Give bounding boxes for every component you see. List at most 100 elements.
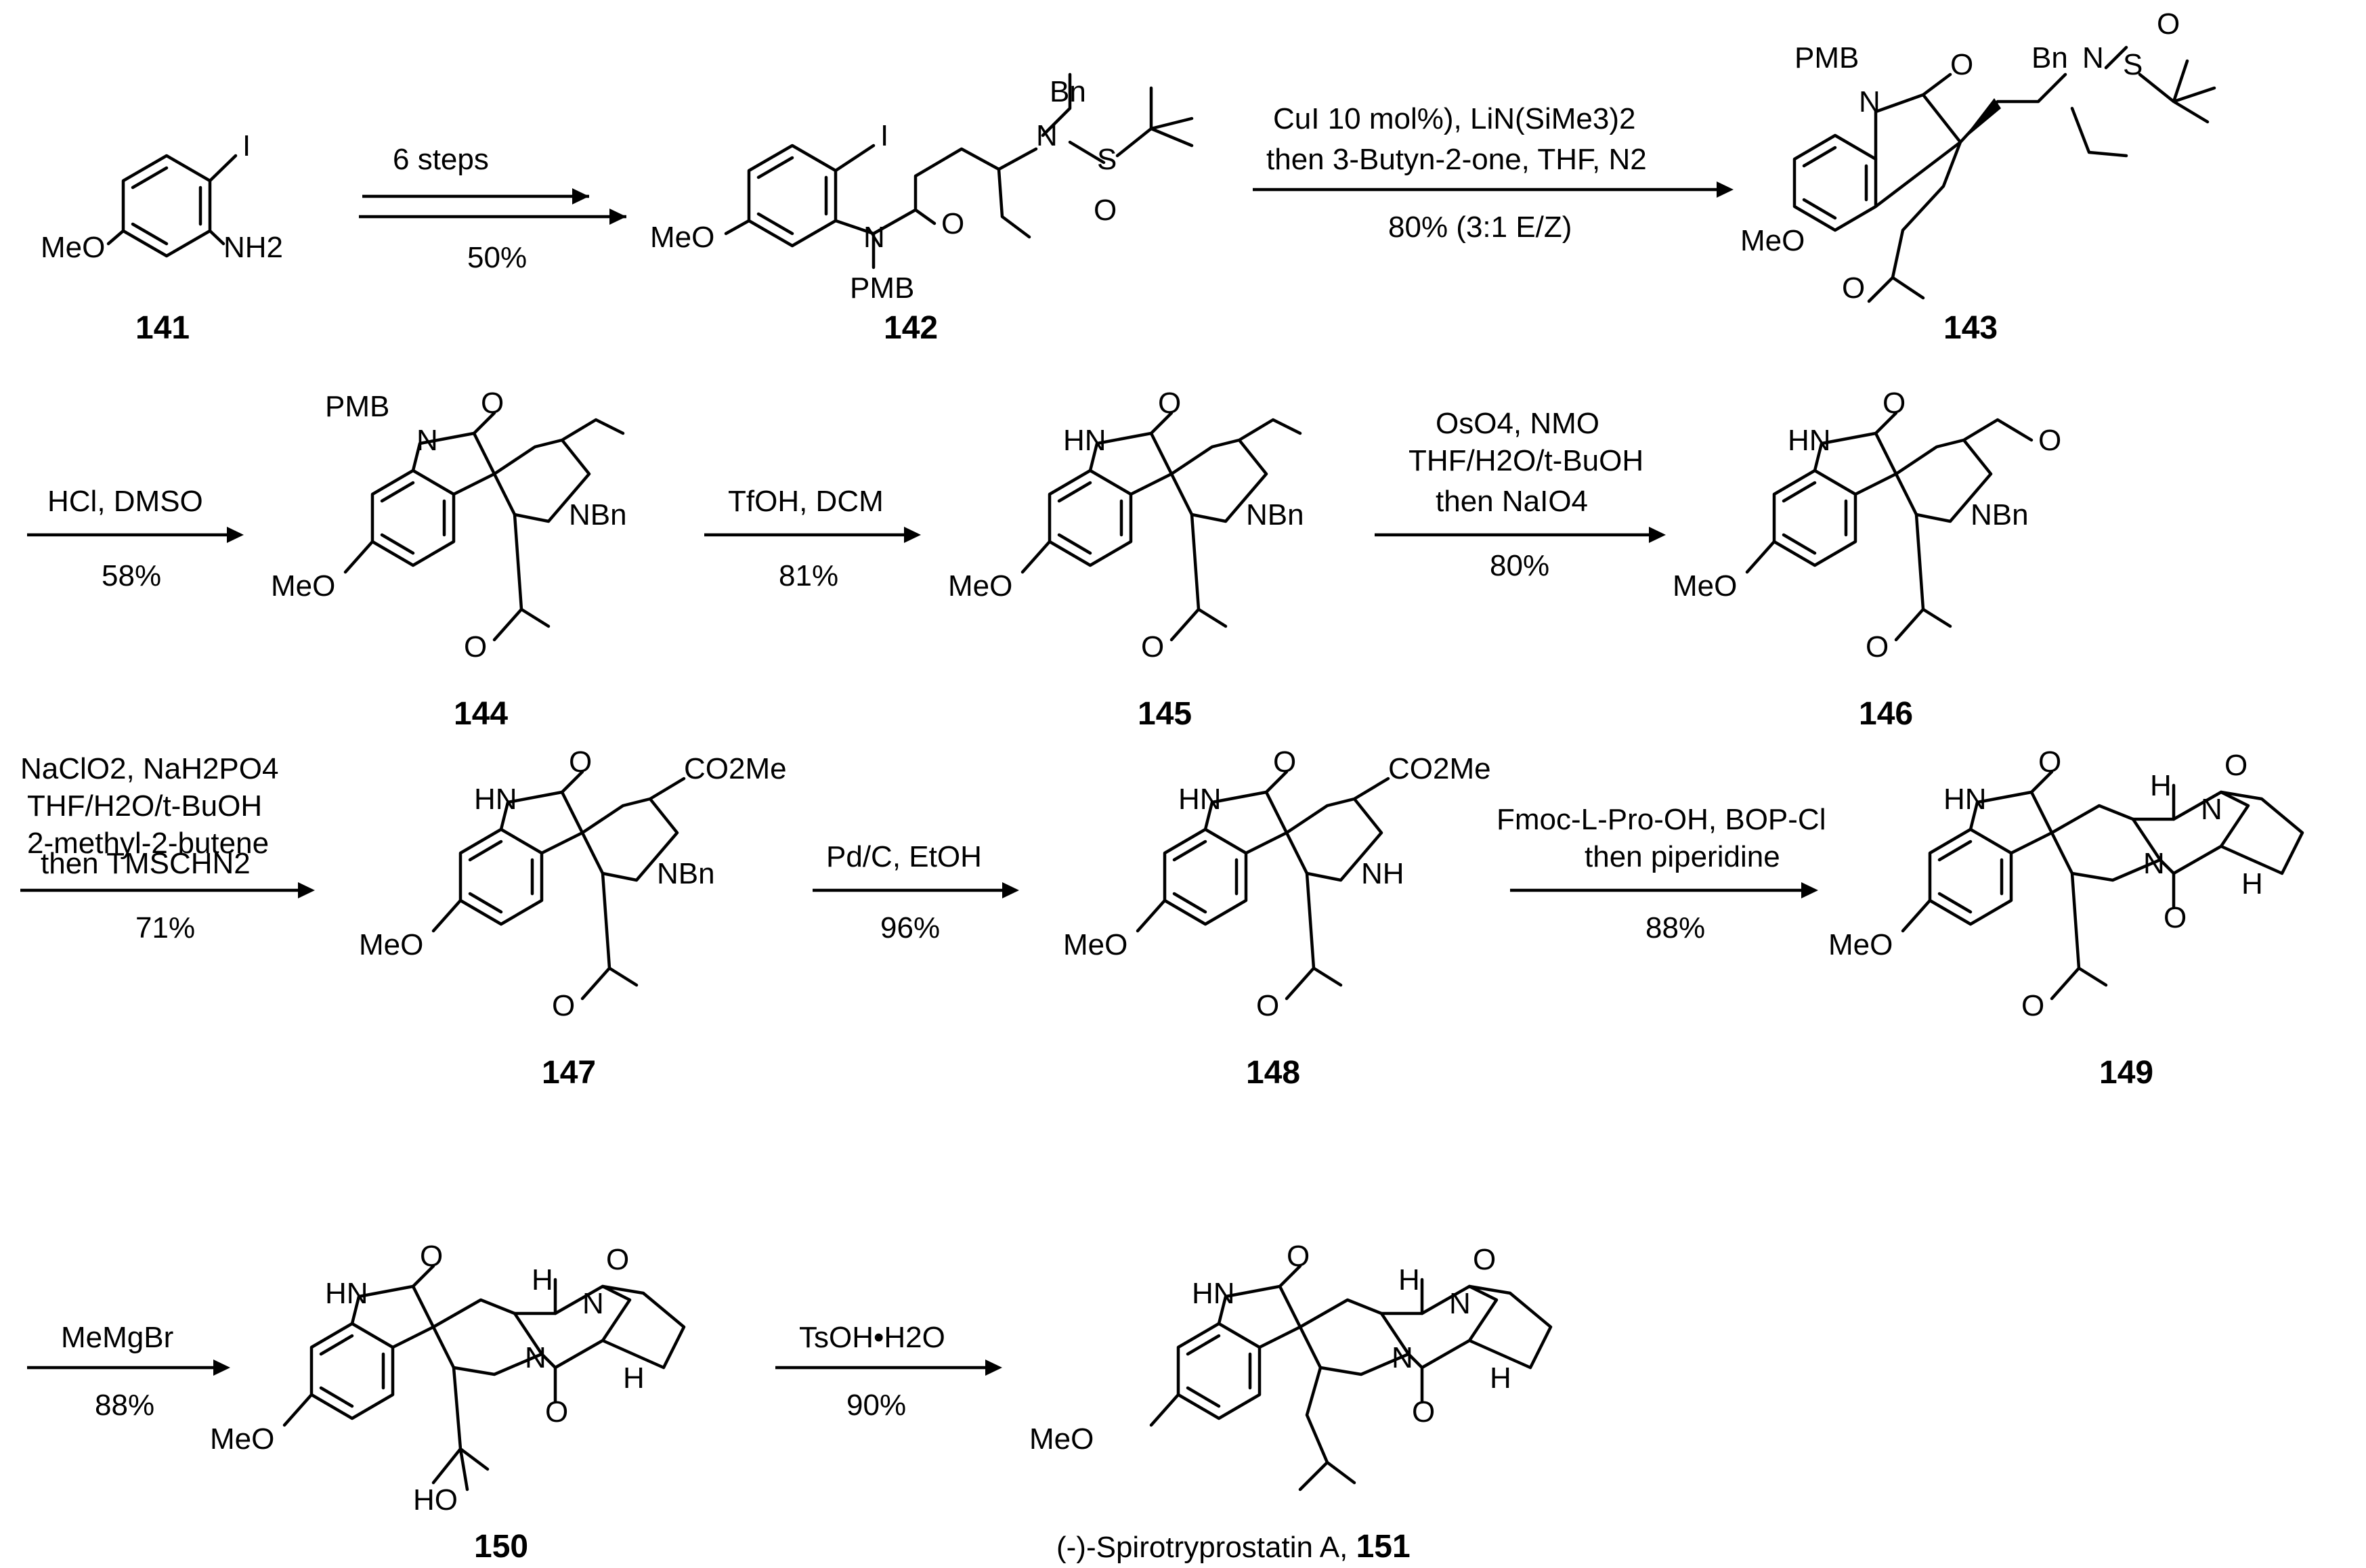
atom-label: HN [474, 783, 517, 816]
compound-number: 146 [1859, 696, 1913, 732]
compound-name: (-)-Spirotryprostatin A, [1056, 1531, 1356, 1564]
yield-text: 88% [95, 1389, 154, 1422]
atom-label: O [606, 1243, 629, 1276]
reaction-step-5: OsO4, NMO THF/H2O/t-BuOH then NaIO4 80% [1375, 407, 1666, 582]
atom-label: NBn [1246, 498, 1304, 531]
atom-label: O [1158, 387, 1181, 420]
atom-label: O [569, 745, 592, 779]
atom-label: O [2021, 989, 2044, 1022]
atom-label: MeO [1029, 1422, 1094, 1456]
reagent-text: then TMSCHN2 [41, 847, 251, 880]
atom-label: H [1490, 1362, 1511, 1395]
atom-label: HN [1192, 1277, 1235, 1310]
atom-label: O [2038, 424, 2061, 457]
atom-label: O [1094, 194, 1117, 227]
atom-label: NH2 [223, 231, 283, 264]
atom-label: PMB [325, 390, 389, 423]
yield-text: 50% [467, 241, 527, 274]
atom-label: I [242, 129, 251, 162]
reaction-step-2: CuI 10 mol%), LiN(SiMe3)2 then 3-Butyn-2… [1253, 102, 1734, 244]
reagent-text: HCl, DMSO [47, 485, 203, 518]
atom-label: N [2082, 41, 2104, 74]
atom-label: N [416, 424, 438, 457]
atom-label: O [1256, 989, 1279, 1022]
compound-150: HN O H O N N O H MeO HO 150 [210, 1240, 686, 1565]
reaction-step-9: MeMgBr 88% [27, 1321, 230, 1422]
compound-number: 147 [542, 1055, 596, 1091]
atom-label: O [420, 1240, 443, 1273]
atom-label: O [2164, 901, 2187, 934]
reagent-text: THF/H2O/t-BuOH [27, 789, 262, 823]
reagent-text: THF/H2O/t-BuOH [1408, 444, 1643, 477]
reagent-text: CuI 10 mol%), LiN(SiMe3)2 [1273, 102, 1636, 135]
yield-text: 88% [1646, 911, 1705, 944]
compound-145: HN O NBn MeO O 145 [948, 387, 1304, 732]
reagent-text: Fmoc-L-Pro-OH, BOP-Cl [1497, 803, 1826, 836]
reagent-text: then piperidine [1585, 840, 1780, 873]
atom-label: HO [413, 1483, 458, 1517]
reagent-text: TsOH•H2O [799, 1321, 945, 1354]
atom-label: H [623, 1362, 645, 1395]
atom-label: I [880, 119, 888, 152]
reaction-step-10: TsOH•H2O 90% [775, 1321, 1002, 1422]
compound-number: 143 [1943, 310, 1998, 346]
reagent-text: TfOH, DCM [728, 485, 884, 518]
atom-label: MeO [1828, 928, 1893, 961]
atom-label: N [1036, 119, 1058, 152]
atom-label: MeO [359, 928, 423, 961]
atom-label: O [481, 387, 504, 420]
atom-label: O [2157, 7, 2180, 41]
reagent-text: NaClO2, NaH2PO4 [20, 752, 278, 785]
atom-label: S [2123, 48, 2143, 81]
yield-text: 80% (3:1 E/Z) [1388, 211, 1572, 244]
reaction-step-4: TfOH, DCM 81% [704, 485, 921, 592]
compound-number: 150 [474, 1529, 528, 1565]
reaction-step-1: 6 steps 50% [359, 143, 626, 274]
atom-label: HN [1178, 783, 1222, 816]
compound-number: 141 [135, 310, 190, 346]
reagent-text: 2-methyl-2-butene [27, 827, 269, 860]
atom-label: O [1866, 630, 1889, 663]
compound-148: HN O CO2Me NH MeO O 148 [1063, 745, 1491, 1091]
atom-label: Bn [1050, 75, 1086, 108]
yield-text: 71% [135, 911, 195, 944]
atom-label: MeO [1063, 928, 1127, 961]
atom-label: N [2143, 847, 2165, 880]
reaction-step-8: Fmoc-L-Pro-OH, BOP-Cl then piperidine 88… [1497, 803, 1826, 944]
atom-label: H [532, 1263, 553, 1297]
atom-label: NH [1361, 857, 1404, 890]
atom-label: O [545, 1395, 568, 1429]
compound-number: 142 [884, 310, 938, 346]
compound-141: I NH2 MeO 141 [41, 129, 283, 346]
atom-label: MeO [41, 231, 105, 264]
atom-label: MeO [1740, 224, 1805, 257]
atom-label: NBn [657, 857, 715, 890]
atom-label: O [1287, 1240, 1310, 1273]
atom-label: CO2Me [1388, 752, 1491, 785]
compound-143: PMB N O Bn N S O MeO O 143 [1740, 7, 2216, 346]
reagent-text: MeMgBr [61, 1321, 173, 1354]
reagent-text: Pd/C, EtOH [826, 840, 982, 873]
compound-149: HN O H O N N O H MeO O 149 [1828, 745, 2304, 1091]
yield-text: 96% [880, 911, 940, 944]
atom-label: Bn [2031, 41, 2068, 74]
atom-label: HN [1788, 424, 1831, 457]
compound-number: 144 [454, 696, 508, 732]
atom-label: H [1398, 1263, 1420, 1297]
compound-number: 148 [1246, 1055, 1300, 1091]
atom-label: MeO [210, 1422, 274, 1456]
yield-text: 81% [779, 559, 838, 592]
yield-text: 58% [102, 559, 161, 592]
atom-label: O [2038, 745, 2061, 779]
compound-144: PMB N O NBn MeO O 144 [271, 387, 627, 732]
atom-label: H [2241, 867, 2263, 900]
yield-text: 80% [1490, 549, 1549, 582]
atom-label: MeO [1673, 569, 1737, 603]
atom-label: O [1950, 48, 1973, 81]
atom-label: O [1473, 1243, 1496, 1276]
atom-label: HN [1063, 424, 1106, 457]
compound-number: 145 [1138, 696, 1192, 732]
atom-label: HN [325, 1277, 368, 1310]
compound-151: HN O H O N N O H MeO (-)-Spirotryprostat… [1029, 1240, 1553, 1565]
atom-label: N [1859, 85, 1880, 118]
